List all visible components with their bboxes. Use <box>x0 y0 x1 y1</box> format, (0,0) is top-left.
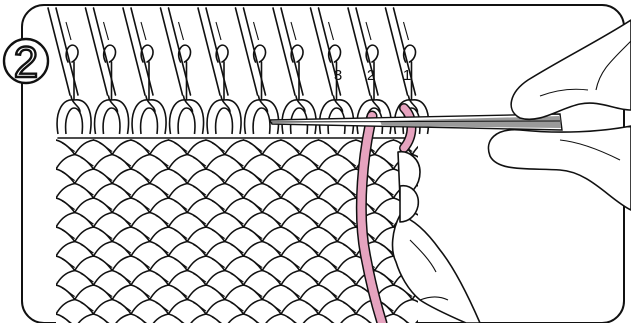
knitted-fabric <box>19 135 450 323</box>
needle-label-2: 2 <box>367 67 375 84</box>
needle-label-1: 1 <box>403 67 411 84</box>
needle-label-3: 3 <box>334 67 342 84</box>
step-number: 2 <box>14 38 38 87</box>
